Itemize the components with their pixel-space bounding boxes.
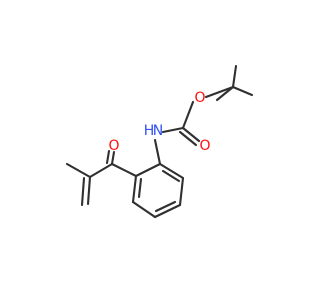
bond-tbu-methyl-bottom — [215, 85, 235, 102]
bond-alkene-methyl — [65, 162, 92, 179]
atom-carbamate-carbonyl-oxygen: O — [199, 138, 210, 154]
bond-ring-ketone-carbon — [110, 162, 138, 178]
atom-amide-nitrogen: N — [153, 123, 163, 139]
bond-ring-2 — [178, 176, 185, 207]
bond-tbu-methyl-right — [231, 85, 254, 97]
bond-carbamate-co-a — [181, 126, 201, 143]
bond-alkene-ch2-a — [86, 175, 92, 206]
bond-ring-5 — [131, 174, 138, 204]
atom-ketone-oxygen: O — [108, 138, 119, 154]
bond-carbamate-co-b — [178, 130, 198, 147]
atom-ester-oxygen: O — [194, 90, 205, 106]
bond-tbu-ester-oxygen — [204, 85, 235, 99]
bond-carbonyl-nitrogen — [161, 126, 185, 134]
bond-ring-inner-1 — [161, 169, 181, 183]
bond-ring-inner-3 — [137, 177, 143, 199]
bond-ring-1 — [158, 162, 185, 180]
molecule-structure-diagram: O O H N O — [65, 64, 254, 219]
bond-alkene-ch2-b — [80, 176, 86, 207]
bond-nitrogen-ring — [153, 138, 162, 166]
bonds — [65, 64, 254, 219]
atom-labels: O O H N O — [108, 90, 210, 154]
bond-ester-oxygen-carbonyl — [181, 100, 195, 130]
bond-ketone-co-a — [110, 150, 116, 166]
bond-ketone-co-b — [105, 149, 111, 165]
bond-tbu-methyl-top — [231, 64, 238, 89]
bond-ring-4 — [131, 200, 157, 219]
bond-ketone-alkene-carbon — [88, 162, 114, 179]
atom-amide-hydrogen: H — [144, 123, 155, 139]
bond-ring-3 — [153, 203, 182, 219]
bond-ring-inner-2 — [154, 200, 177, 213]
bond-ring-6 — [134, 162, 162, 178]
